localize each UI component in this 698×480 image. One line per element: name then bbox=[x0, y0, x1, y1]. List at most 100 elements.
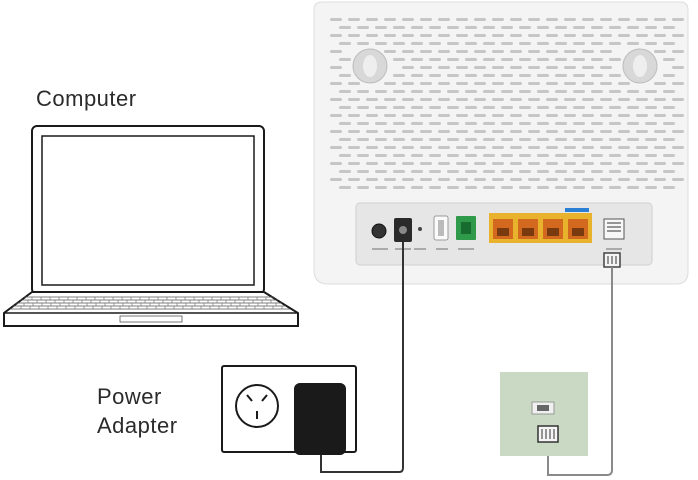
router-vent-slot bbox=[330, 146, 342, 149]
router-vent-slot bbox=[555, 74, 567, 77]
router-vent-slot bbox=[474, 34, 486, 37]
router-vent-slot bbox=[402, 130, 414, 133]
router-vent-slot bbox=[456, 50, 468, 53]
router-vent-slot bbox=[546, 98, 558, 101]
router-vent-slot bbox=[384, 130, 396, 133]
router-vent-slot bbox=[429, 58, 441, 61]
router-vent-slot bbox=[573, 42, 585, 45]
router-vent-slot bbox=[411, 154, 423, 157]
router-vent-slot bbox=[600, 178, 612, 181]
router-vent-slot bbox=[456, 18, 468, 21]
router-vent-slot bbox=[519, 26, 531, 29]
router-vent-slot bbox=[573, 186, 585, 189]
router-vent-slot bbox=[366, 178, 378, 181]
router-vent-slot bbox=[483, 74, 495, 77]
router-vent-slot bbox=[636, 18, 648, 21]
router-vent-slot bbox=[591, 186, 603, 189]
router-vent-slot bbox=[510, 66, 522, 69]
router-vent-slot bbox=[591, 154, 603, 157]
router-vent-slot bbox=[618, 114, 630, 117]
router-vent-slot bbox=[546, 146, 558, 149]
router-vent-slot bbox=[411, 106, 423, 109]
router-vent-slot bbox=[573, 122, 585, 125]
router-vent-slot bbox=[357, 170, 369, 173]
router-vent-slot bbox=[393, 26, 405, 29]
router-vent-slot bbox=[663, 154, 675, 157]
router-vent-slot bbox=[474, 98, 486, 101]
router-vent-slot bbox=[420, 114, 432, 117]
router-vent-slot bbox=[429, 90, 441, 93]
router-vent-slot bbox=[546, 130, 558, 133]
router-vent-slot bbox=[510, 82, 522, 85]
router-vent-slot bbox=[438, 34, 450, 37]
router-vent-slot bbox=[546, 178, 558, 181]
router-vent-slot bbox=[591, 170, 603, 173]
router-vent-slot bbox=[366, 146, 378, 149]
router-vent-slot bbox=[483, 138, 495, 141]
router-vent-slot bbox=[663, 122, 675, 125]
router-vent-slot bbox=[411, 26, 423, 29]
router-vent-slot bbox=[330, 18, 342, 21]
router-vent-slot bbox=[618, 82, 630, 85]
router-vent-slot bbox=[384, 114, 396, 117]
router-vent-slot bbox=[672, 146, 684, 149]
router-vent-slot bbox=[555, 42, 567, 45]
router-vent-slot bbox=[636, 130, 648, 133]
router-vent-slot bbox=[645, 154, 657, 157]
router-icon bbox=[314, 2, 688, 284]
router-vent-slot bbox=[546, 34, 558, 37]
router-vent-slot bbox=[609, 106, 621, 109]
router-vent-slot bbox=[438, 114, 450, 117]
router-vent-slot bbox=[465, 42, 477, 45]
router-vent-slot bbox=[456, 178, 468, 181]
router-vent-slot bbox=[564, 98, 576, 101]
router-vent-slot bbox=[483, 170, 495, 173]
router-vent-slot bbox=[456, 130, 468, 133]
router-vent-slot bbox=[537, 26, 549, 29]
router-vent-slot bbox=[330, 178, 342, 181]
router-vent-slot bbox=[330, 34, 342, 37]
router-vent-slot bbox=[645, 42, 657, 45]
router-vent-slot bbox=[366, 34, 378, 37]
router-vent-slot bbox=[645, 122, 657, 125]
router-vent-slot bbox=[483, 90, 495, 93]
router-vent-slot bbox=[618, 34, 630, 37]
router-vent-slot bbox=[510, 34, 522, 37]
router-vent-slot bbox=[645, 170, 657, 173]
router-vent-slot bbox=[663, 74, 675, 77]
router-vent-slot bbox=[384, 82, 396, 85]
router-vent-slot bbox=[582, 18, 594, 21]
router-vent-slot bbox=[492, 66, 504, 69]
router-vent-slot bbox=[465, 138, 477, 141]
router-vent-slot bbox=[600, 82, 612, 85]
router-vent-slot bbox=[447, 186, 459, 189]
router-vent-slot bbox=[348, 98, 360, 101]
router-vent-slot bbox=[474, 18, 486, 21]
router-vent-slot bbox=[339, 42, 351, 45]
phone-wall-socket-icon bbox=[500, 372, 588, 456]
router-vent-slot bbox=[465, 122, 477, 125]
router-vent-slot bbox=[654, 18, 666, 21]
router-vent-slot bbox=[672, 82, 684, 85]
router-vent-slot bbox=[528, 98, 540, 101]
router-vent-slot bbox=[330, 50, 342, 53]
router-vent-slot bbox=[528, 34, 540, 37]
router-vent-slot bbox=[339, 74, 351, 77]
router-vent-slot bbox=[357, 26, 369, 29]
router-vent-slot bbox=[546, 50, 558, 53]
router-vent-slot bbox=[447, 170, 459, 173]
router-vent-slot bbox=[474, 162, 486, 165]
router-vent-slot bbox=[357, 138, 369, 141]
router-vent-slot bbox=[591, 106, 603, 109]
router-vent-slot bbox=[528, 178, 540, 181]
router-vent-slot bbox=[537, 138, 549, 141]
router-vent-slot bbox=[393, 154, 405, 157]
router-vent-slot bbox=[654, 98, 666, 101]
router-vent-slot bbox=[492, 146, 504, 149]
router-vent-slot bbox=[528, 82, 540, 85]
router-vent-slot bbox=[609, 138, 621, 141]
router-vent-slot bbox=[456, 98, 468, 101]
router-vent-slot bbox=[510, 146, 522, 149]
router-vent-slot bbox=[465, 58, 477, 61]
router-vent-slot bbox=[420, 18, 432, 21]
